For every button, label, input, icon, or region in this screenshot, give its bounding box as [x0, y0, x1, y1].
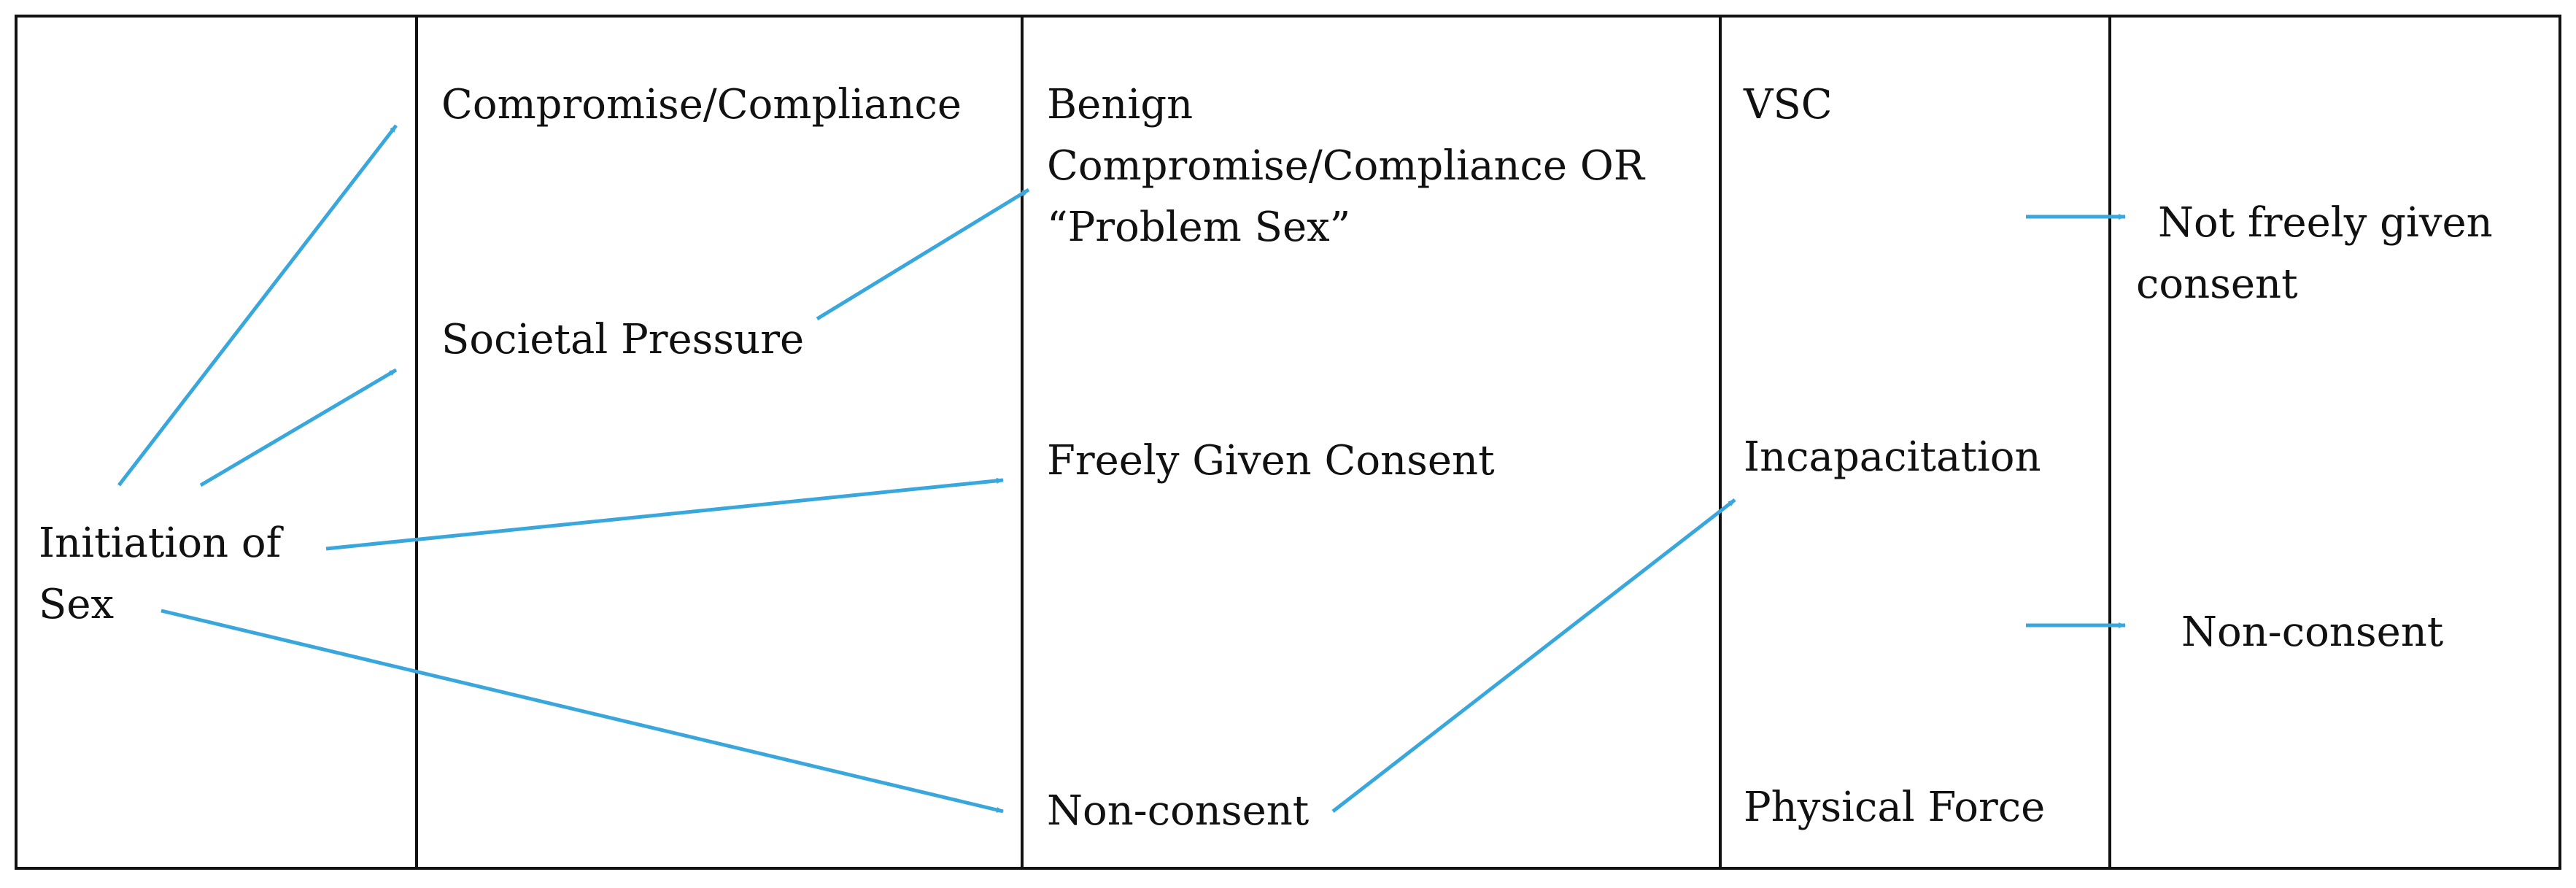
initiation-line-2: Sex [39, 581, 115, 628]
initiation-of-sex-label: Initiation of Sex [39, 513, 281, 636]
table-border [15, 15, 2561, 870]
arrow-initiation-to-non-consent [160, 609, 1004, 814]
initiation-line-1: Initiation of [39, 520, 282, 567]
arrow-non-consent-to-incapacitation [1331, 498, 1736, 813]
compromise-compliance-label: Compromise/Compliance [441, 81, 962, 128]
benign-line-2: Compromise/Compliance OR [1047, 142, 1644, 190]
arrow-societal-to-benign [816, 188, 1030, 321]
not-freely-given-consent-label: Not freely given consent [2136, 193, 2493, 315]
freely-given-consent-label: Freely Given Consent [1047, 437, 1495, 484]
arrow-initiation-to-compromise [117, 124, 398, 487]
not-freely-line-2: consent [2136, 260, 2298, 308]
benign-compromise-label: Benign Compromise/Compliance OR “Problem… [1047, 74, 1644, 258]
arrow-initiation-to-freely-given [325, 477, 1004, 551]
benign-line-3: “Problem Sex” [1047, 204, 1351, 251]
vsc-label: VSC [1744, 81, 1833, 128]
physical-force-label: Physical Force [1744, 784, 2046, 831]
not-freely-line-1: Not freely given [2158, 199, 2493, 247]
non-consent-label: Non-consent [1047, 787, 1310, 835]
arrow-initiation-to-societal-pressure [199, 368, 398, 487]
non-consent-outcome-label: Non-consent [2181, 609, 2444, 656]
benign-line-1: Benign [1047, 81, 1194, 128]
incapacitation-label: Incapacitation [1744, 433, 2041, 481]
societal-pressure-label: Societal Pressure [441, 316, 805, 363]
